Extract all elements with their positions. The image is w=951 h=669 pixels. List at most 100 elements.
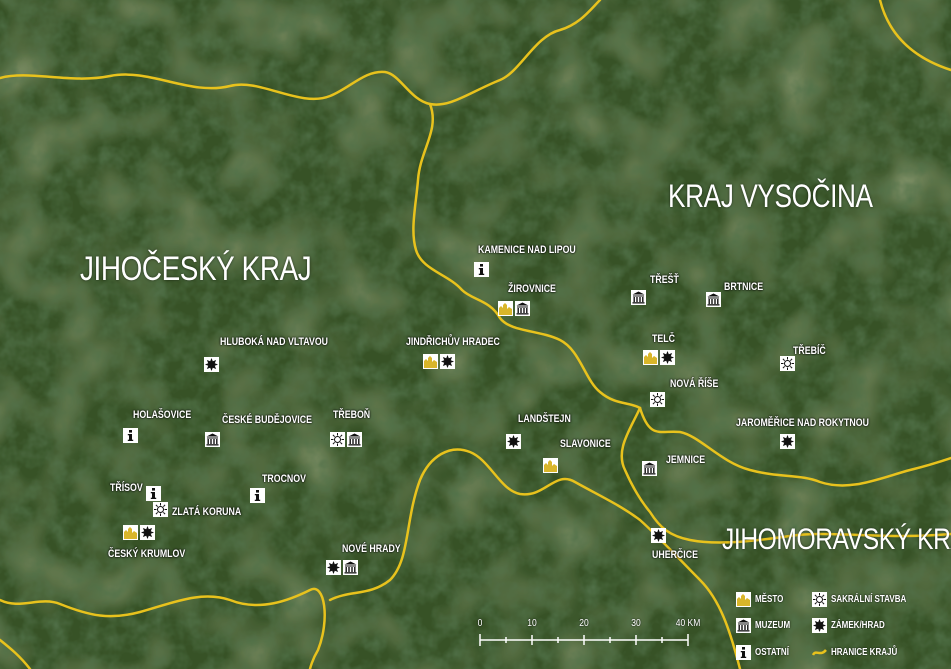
church-icon[interactable] xyxy=(650,392,665,407)
legend-label: SAKRÁLNÍ STAVBA xyxy=(831,594,907,605)
place-label-telc[interactable]: TELČ xyxy=(652,333,675,345)
museum-icon[interactable] xyxy=(515,301,530,316)
castle-icon[interactable] xyxy=(506,434,521,449)
marker-kamenice[interactable] xyxy=(474,262,489,277)
place-label-kamenice[interactable]: KAMENICE NAD LIPOU xyxy=(478,244,576,256)
place-label-uhercice[interactable]: UHERČICE xyxy=(652,549,698,561)
place-label-brtnice[interactable]: BRTNICE xyxy=(724,281,764,293)
marker-jaromerice[interactable] xyxy=(780,434,795,449)
marker-krumlov[interactable] xyxy=(123,525,155,540)
museum-icon[interactable] xyxy=(706,292,721,307)
castle-icon[interactable] xyxy=(780,434,795,449)
place-label-nove-hrady[interactable]: NOVÉ HRADY xyxy=(342,543,401,555)
marker-budejovice[interactable] xyxy=(205,432,220,447)
region-name-jihocesky: JIHOČESKÝ KRAJ xyxy=(80,250,312,288)
church-icon[interactable] xyxy=(330,432,345,447)
place-label-krumlov[interactable]: ČESKÝ KRUMLOV xyxy=(108,548,186,560)
place-label-trisov[interactable]: TŘÍSOV xyxy=(110,482,143,494)
place-label-trebon[interactable]: TŘEBOŇ xyxy=(333,409,371,421)
legend-item-ostatni: OSTATNÍ xyxy=(736,645,797,660)
place-label-jindrichuv[interactable]: JINDŘICHŮV HRADEC xyxy=(406,336,500,348)
marker-slavonice[interactable] xyxy=(543,458,558,473)
place-label-trest[interactable]: TŘEŠŤ xyxy=(650,274,679,286)
region-name-jihomoravsky: JIHOMORAVSKÝ KRAJ xyxy=(722,523,951,556)
place-label-budejovice[interactable]: ČESKÉ BUDĚJOVICE xyxy=(222,414,312,426)
place-label-slavonice[interactable]: SLAVONICE xyxy=(560,438,611,450)
castle-icon[interactable] xyxy=(326,560,341,575)
info-icon[interactable] xyxy=(146,486,161,501)
town-icon[interactable] xyxy=(498,301,513,316)
place-label-trocnov[interactable]: TROCNOV xyxy=(262,473,306,485)
place-label-jemnice[interactable]: JEMNICE xyxy=(666,454,706,466)
marker-zirovnice[interactable] xyxy=(498,301,530,316)
marker-landstejn[interactable] xyxy=(506,434,521,449)
museum-icon[interactable] xyxy=(343,560,358,575)
marker-nove-hrady[interactable] xyxy=(326,560,358,575)
legend-label: MĚSTO xyxy=(755,594,784,605)
marker-hluboka[interactable] xyxy=(204,357,219,372)
marker-trebon[interactable] xyxy=(330,432,362,447)
info-icon[interactable] xyxy=(250,488,265,503)
marker-trest[interactable] xyxy=(631,290,646,305)
museum-icon[interactable] xyxy=(205,432,220,447)
map-legend: MĚSTO MUZEUM OSTATNÍ SAKRÁLNÍ STAVBA ZÁM… xyxy=(732,588,944,666)
castle-icon[interactable] xyxy=(660,350,675,365)
castle-icon[interactable] xyxy=(140,525,155,540)
town-icon[interactable] xyxy=(123,525,138,540)
legend-label: HRANICE KRAJŮ xyxy=(831,647,898,658)
legend-item-muzeum: MUZEUM xyxy=(736,618,799,633)
place-label-zlata-koruna[interactable]: ZLATÁ KORUNA xyxy=(172,506,242,518)
church-icon[interactable] xyxy=(153,502,168,517)
church-icon[interactable] xyxy=(780,356,795,371)
place-label-jaromerice[interactable]: JAROMĚŘICE NAD ROKYTNOU xyxy=(736,417,869,429)
scale-tick-label: 30 xyxy=(631,618,641,629)
marker-trocnov[interactable] xyxy=(250,488,265,503)
place-label-nova-rise[interactable]: NOVÁ ŘÍŠE xyxy=(670,378,719,390)
scale-bar: 0 10 20 30 40 KM xyxy=(470,618,700,658)
scale-tick-label: 40 KM xyxy=(675,618,701,629)
town-icon[interactable] xyxy=(543,458,558,473)
museum-icon[interactable] xyxy=(347,432,362,447)
legend-label: MUZEUM xyxy=(755,620,791,631)
place-label-hluboka[interactable]: HLUBOKÁ NAD VLTAVOU xyxy=(220,336,329,348)
town-icon[interactable] xyxy=(643,350,658,365)
museum-icon[interactable] xyxy=(631,290,646,305)
legend-label: ZÁMEK/HRAD xyxy=(831,620,885,631)
info-icon[interactable] xyxy=(123,428,138,443)
place-label-landstejn[interactable]: LANDŠTEJN xyxy=(518,413,571,425)
place-label-zirovnice[interactable]: ŽIROVNICE xyxy=(508,283,556,295)
castle-icon[interactable] xyxy=(204,357,219,372)
marker-nova-rise[interactable] xyxy=(650,392,665,407)
place-label-trebic[interactable]: TŘEBÍČ xyxy=(793,345,826,357)
info-icon[interactable] xyxy=(474,262,489,277)
scale-tick-label: 10 xyxy=(527,618,537,629)
legend-item-sakralni: SAKRÁLNÍ STAVBA xyxy=(812,592,925,607)
museum-icon xyxy=(736,618,751,633)
legend-item-zamek: ZÁMEK/HRAD xyxy=(812,618,898,633)
castle-icon[interactable] xyxy=(651,528,666,543)
marker-telc[interactable] xyxy=(643,350,675,365)
castle-icon xyxy=(812,618,827,633)
marker-trebic[interactable] xyxy=(780,356,795,371)
castle-icon[interactable] xyxy=(440,354,455,369)
scale-tick-label: 0 xyxy=(477,618,483,629)
legend-item-hranice: HRANICE KRAJŮ xyxy=(812,645,914,660)
region-name-vysocina: KRAJ VYSOČINA xyxy=(668,178,873,214)
place-label-holasovice[interactable]: HOLAŠOVICE xyxy=(133,409,192,421)
marker-jemnice[interactable] xyxy=(642,461,657,476)
scale-tick-label: 20 xyxy=(579,618,589,629)
marker-zlata-koruna[interactable] xyxy=(153,502,168,517)
marker-holasovice[interactable] xyxy=(123,428,138,443)
info-icon xyxy=(736,645,751,660)
marker-trisov[interactable] xyxy=(146,486,161,501)
marker-jindrichuv[interactable] xyxy=(423,354,455,369)
town-icon[interactable] xyxy=(423,354,438,369)
marker-brtnice[interactable] xyxy=(706,292,721,307)
marker-uhercice[interactable] xyxy=(651,528,666,543)
town-icon xyxy=(736,592,751,607)
legend-label: OSTATNÍ xyxy=(755,647,789,658)
museum-icon[interactable] xyxy=(642,461,657,476)
